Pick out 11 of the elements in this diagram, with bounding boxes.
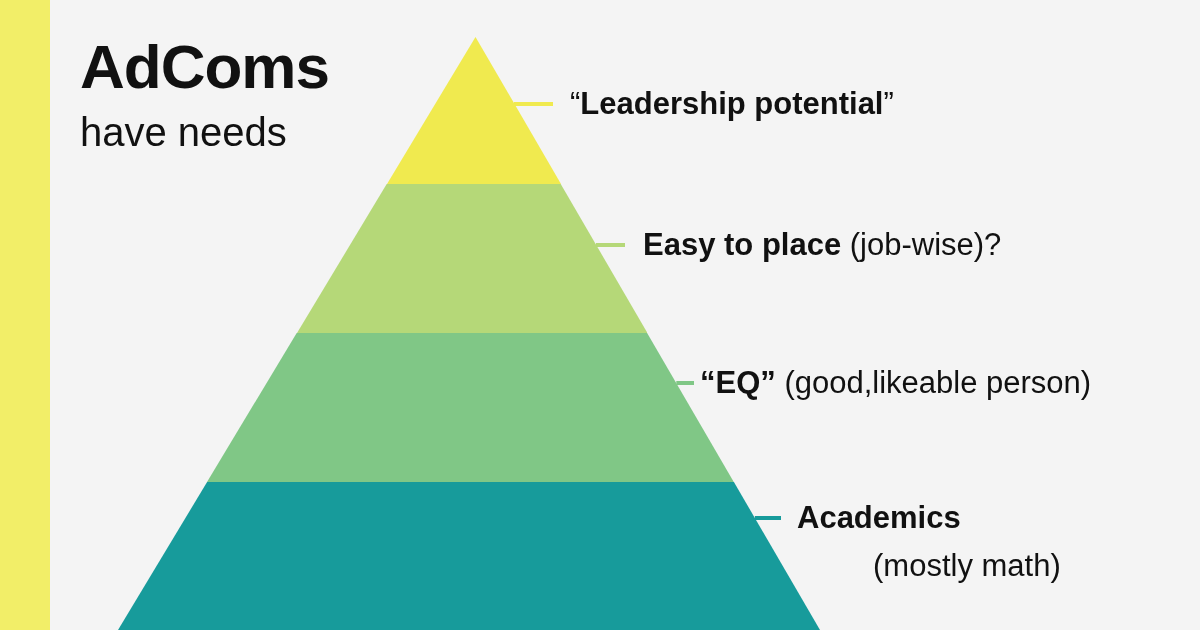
subtitle: have needs — [80, 109, 287, 156]
tier-label: “Leadership potential” — [570, 86, 894, 122]
leader-line — [514, 102, 553, 106]
tier-note: (mostly math) — [873, 548, 1061, 584]
title: AdComs — [80, 32, 329, 102]
tier-label: “EQ” (good,likeable person) — [700, 365, 1092, 401]
tier-label: Easy to place (job-wise)? — [643, 227, 1002, 263]
leader-line — [754, 516, 781, 520]
leader-line — [676, 381, 694, 385]
tier-label: Academics — [797, 500, 962, 536]
leader-line — [596, 243, 625, 247]
